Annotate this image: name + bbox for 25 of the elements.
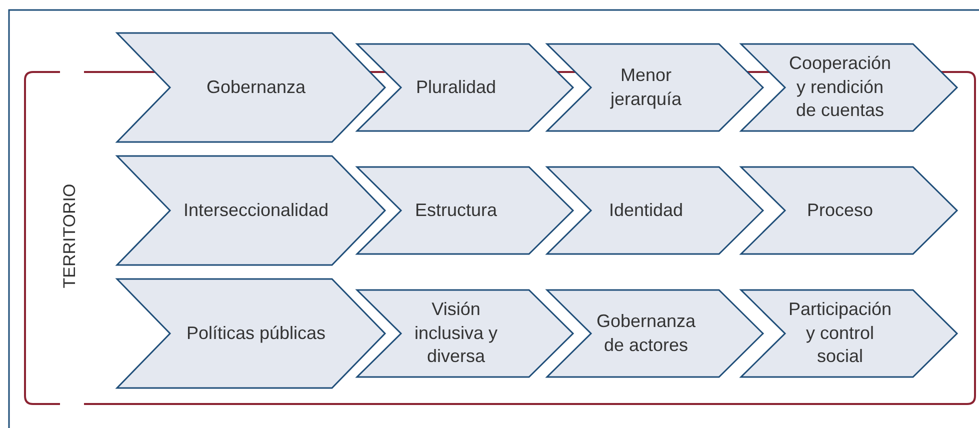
chevron-shape <box>547 44 763 131</box>
chevron-label: Interseccionalidad <box>183 198 329 222</box>
chevron-label: Estructura <box>414 198 498 222</box>
chevron-label: Gobernanza <box>206 76 306 99</box>
vertical-label: TERRITORIO <box>60 184 80 288</box>
chevron-shape <box>547 167 763 254</box>
chevron-label: Participación y control social <box>787 298 893 368</box>
chevron-shape <box>117 279 385 388</box>
chevron-shape <box>741 167 957 254</box>
chevron-label: Proceso <box>806 198 874 222</box>
chevron-label: Identidad <box>608 198 684 222</box>
chevron-shape <box>117 156 385 265</box>
chevron-label: Pluralidad <box>416 76 496 99</box>
chevron-shape <box>741 44 957 131</box>
chevron-label: Visión inclusiva y diversa <box>413 298 499 368</box>
chevron-label: Menor jerarquía <box>609 64 683 111</box>
chevron-label: Políticas públicas <box>186 322 326 345</box>
chevron-shape <box>117 33 385 142</box>
chevron-shape <box>547 290 763 377</box>
chevron-shape <box>741 290 957 377</box>
chevron-label: Cooperación y rendición de cuentas <box>788 52 892 122</box>
chevron-shape <box>357 167 573 254</box>
chevron-label: Gobernanza de actores <box>595 310 697 356</box>
chevron-shape <box>357 44 573 131</box>
chevron-shape <box>357 290 573 377</box>
